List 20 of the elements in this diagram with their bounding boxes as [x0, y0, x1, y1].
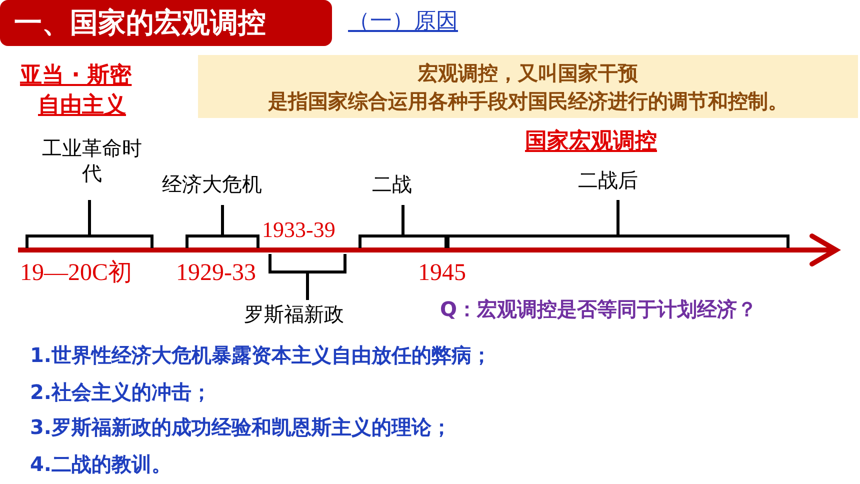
era-label: 罗斯福新政 [244, 302, 344, 327]
date-label: 1945 [418, 259, 466, 288]
date-label: 19—20C初 [20, 258, 132, 288]
question-text: Q：宏观调控是否等同于计划经济？ [440, 297, 758, 322]
list-item: 1.世界性经济大危机暴露资本主义自由放任的弊病； [30, 343, 492, 368]
era-label: 工业革命时代 [41, 136, 143, 186]
section-heading: （一）原因 [348, 8, 458, 36]
heading-text: 国家宏观调控 [525, 128, 657, 156]
list-item: 3.罗斯福新政的成功经验和凯恩斯主义的理论； [30, 415, 452, 440]
date-label: 1933-39 [262, 216, 336, 244]
heading-text: 自由主义 [38, 92, 126, 120]
era-label: 经济大危机 [162, 172, 262, 197]
era-label: 二战后 [578, 168, 638, 193]
definition-box: 宏观调控，又叫国家干预 是指国家综合运用各种手段对国民经济进行的调节和控制。 [198, 55, 858, 118]
heading-text: 亚当 · 斯密 [20, 62, 132, 90]
list-item: 4.二战的教训。 [30, 452, 172, 477]
title-banner: 一、国家的宏观调控 [0, 0, 332, 46]
era-label: 二战 [372, 172, 412, 197]
date-label: 1929-33 [176, 259, 256, 288]
list-item: 2.社会主义的冲击； [30, 380, 212, 405]
